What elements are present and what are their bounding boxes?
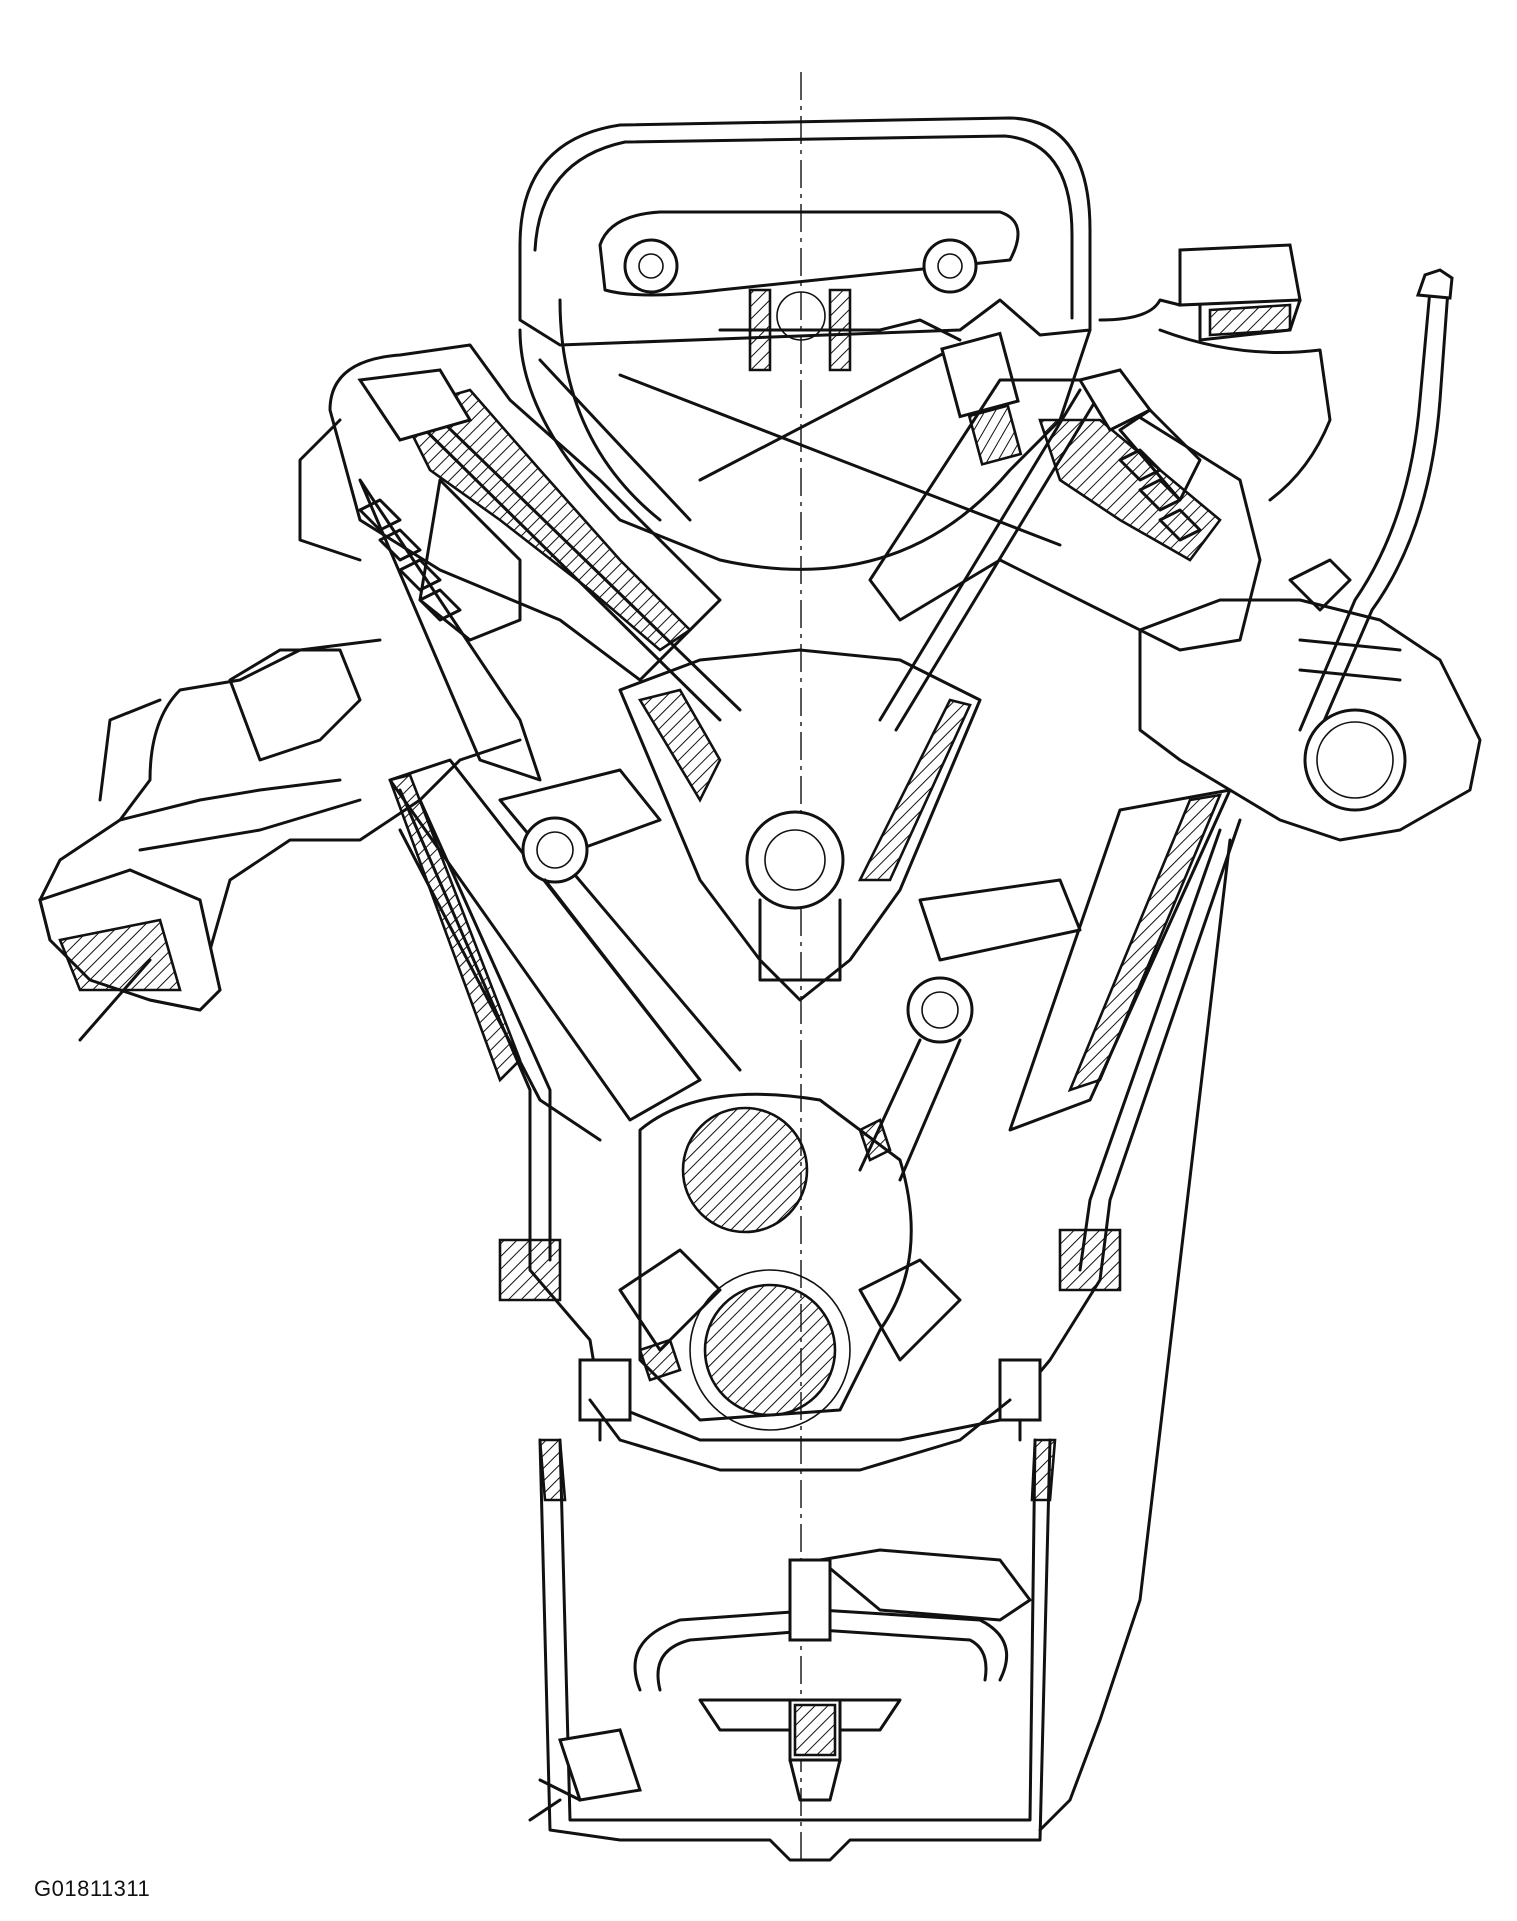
right-cylinder-bank xyxy=(860,790,1230,1180)
injector-sensor xyxy=(942,333,1021,464)
oil-filler-cap xyxy=(1100,245,1330,500)
plenum-bolt-right xyxy=(924,240,976,292)
left-cylinder-bank xyxy=(390,760,740,1140)
plenum-stud-center xyxy=(720,290,960,370)
crankcase-valley xyxy=(620,650,980,1000)
main-bearing-cap xyxy=(590,1400,1010,1470)
right-cylinder-head xyxy=(870,370,1260,730)
crankcase-outer-wall xyxy=(400,790,1240,1440)
oil-drain-plug xyxy=(790,1700,840,1800)
right-valve-spring xyxy=(1120,450,1200,540)
main-bearing-bolt-right xyxy=(1000,1360,1040,1440)
main-bearing-bolt-left xyxy=(580,1360,630,1440)
crankshaft-upper-journal xyxy=(683,1108,807,1232)
oil-pump-bracket xyxy=(790,1550,1030,1640)
plenum-bolt-left xyxy=(625,240,677,292)
left-valve-spring xyxy=(360,500,460,620)
dipstick-tube xyxy=(1040,270,1452,1830)
figure-id: G01811311 xyxy=(34,1876,151,1901)
left-cylinder-head xyxy=(300,345,740,780)
oil-pan xyxy=(540,1440,1055,1860)
oil-pan-side-bolt xyxy=(530,1730,640,1820)
crankshaft-web xyxy=(620,1094,960,1420)
right-exhaust-manifold xyxy=(1140,560,1480,840)
intake-plenum xyxy=(520,118,1090,569)
left-exhaust-manifold xyxy=(40,640,520,1040)
